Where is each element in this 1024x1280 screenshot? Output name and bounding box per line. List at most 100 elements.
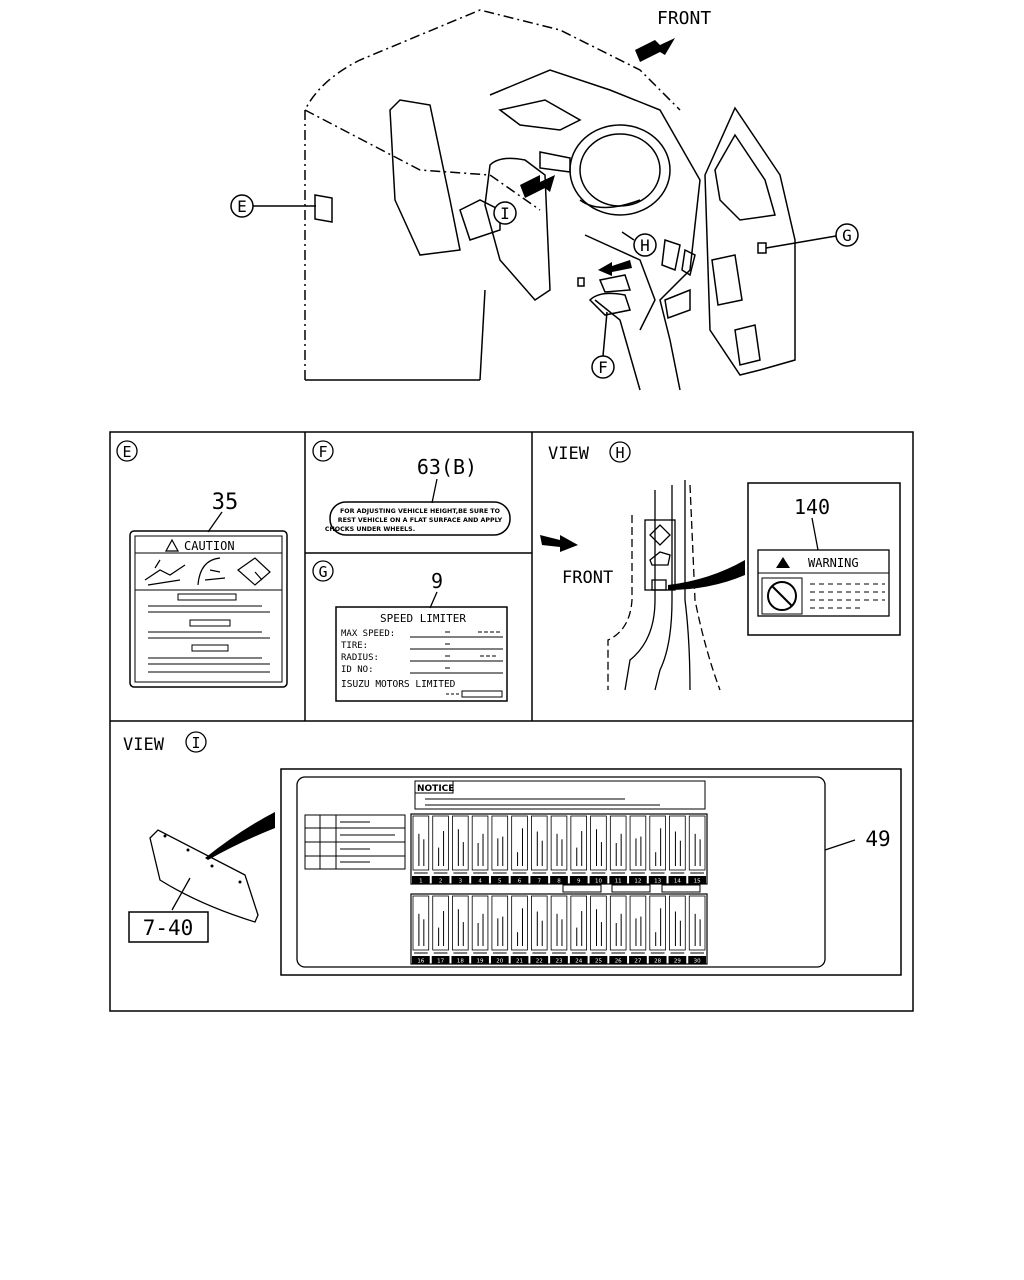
fuse-number: 1 — [419, 879, 423, 885]
fuse-number: 28 — [654, 959, 661, 965]
fuse-slot: 4 — [471, 815, 489, 885]
panel-e: E 35 CAUTION — [116, 440, 288, 688]
fuse-number: 9 — [577, 879, 581, 885]
panel-f-tag: F — [318, 443, 327, 461]
fuse-number: 25 — [595, 959, 602, 965]
view-i-arrow — [520, 175, 555, 198]
fuse-slot: 13 — [648, 815, 667, 885]
fuse-slot: 14 — [668, 815, 687, 885]
view-h-label: VIEW — [548, 444, 590, 464]
fuse-slot: 27 — [629, 895, 647, 965]
fuse-slot: 16 — [412, 895, 430, 965]
fuse-slot: 1 — [412, 815, 430, 885]
fuse-slot: 23 — [550, 895, 568, 965]
fuse-slot: 7 — [530, 815, 549, 885]
fuse-slot: 26 — [609, 895, 628, 965]
fuse-slot: 21 — [510, 895, 529, 965]
notice-title: NOTICE — [417, 784, 454, 794]
view-h-tag: H — [615, 444, 624, 462]
panel-g-tag: G — [318, 563, 327, 581]
fuse-slot: 29 — [668, 895, 687, 965]
view-h-front-arrow — [540, 535, 578, 552]
svg-text:E: E — [237, 197, 247, 216]
row-tire: TIRE: — [341, 641, 368, 651]
fuse-slot: 19 — [471, 895, 489, 965]
cab-overview — [304, 9, 796, 391]
row-id-no: ID NO: — [341, 665, 374, 675]
fuse-slot: 11 — [609, 815, 628, 885]
fuse-slot: 22 — [530, 895, 549, 965]
view-h-arrow — [598, 260, 632, 276]
part-no-9: 9 — [431, 569, 443, 593]
caution-text-lines — [148, 593, 270, 673]
part-no-7-40: 7-40 — [143, 916, 194, 940]
fuse-number: 10 — [595, 879, 602, 885]
prohibition-icon — [761, 577, 803, 615]
fuse-slot: 25 — [589, 895, 608, 965]
fuse-number: 16 — [417, 959, 424, 965]
fuse-number: 8 — [557, 879, 561, 885]
fuse-number: 30 — [694, 959, 701, 965]
fuse-slot: 2 — [431, 815, 450, 885]
part-no-49: 49 — [865, 827, 890, 851]
view-h-front-label: FRONT — [562, 568, 613, 588]
fuse-slot: 9 — [569, 815, 588, 885]
panel-view-i: VIEW I 7-40 49 NOTICE — [123, 731, 902, 976]
callout-f: F — [591, 311, 615, 379]
callout-e: E — [230, 194, 316, 218]
fuse-number: 2 — [439, 879, 443, 885]
fuse-number: 11 — [615, 879, 622, 885]
fuse-number: 21 — [516, 959, 523, 965]
callout-g: G — [765, 223, 859, 249]
fuse-number: 5 — [498, 879, 502, 885]
caution-triangle-icon — [164, 538, 180, 552]
fuse-cover — [149, 829, 259, 923]
fuse-slot: 30 — [688, 895, 706, 965]
detail-frame — [109, 431, 914, 1012]
fuse-number: 14 — [674, 879, 681, 885]
row-max-speed: MAX SPEED: — [341, 629, 395, 639]
fuse-number: 3 — [459, 879, 463, 885]
panel-e-tag: E — [122, 443, 131, 461]
fuse-number: 6 — [518, 879, 522, 885]
maker-name: ISUZU MOTORS LIMITED — [341, 679, 456, 690]
fuse-number: 27 — [634, 959, 641, 965]
fuse-slot: 6 — [510, 815, 529, 885]
fuse-number: 20 — [496, 959, 503, 965]
front-arrow — [635, 38, 675, 62]
view-i-label: VIEW — [123, 735, 165, 755]
fuse-slot: 15 — [688, 815, 706, 885]
panel-g: G 9 SPEED LIMITER MAX SPEED: TIRE: RADIU… — [312, 560, 508, 702]
part-no-140: 140 — [794, 495, 830, 519]
svg-text:H: H — [640, 236, 650, 255]
row-radius: RADIUS: — [341, 653, 379, 663]
svg-text:G: G — [842, 226, 852, 245]
fuse-number: 7 — [538, 879, 542, 885]
caution-pictogram-icon — [144, 557, 271, 586]
part-no-63b: 63(B) — [417, 455, 477, 479]
view-i-tag: I — [191, 734, 200, 752]
fuse-number: 19 — [477, 959, 484, 965]
sticker-line-2: REST VEHICLE ON A FLAT SURFACE AND APPLY — [338, 517, 503, 524]
caution-title: CAUTION — [184, 539, 235, 553]
warning-triangle-icon — [776, 557, 790, 568]
fuse-number: 15 — [694, 879, 701, 885]
callout-h: H — [621, 231, 657, 257]
front-label: FRONT — [657, 8, 711, 29]
fuse-number: 24 — [575, 959, 582, 965]
sticker-line-3: CHOCKS UNDER WHEELS. — [325, 526, 415, 533]
fuse-slot: 24 — [569, 895, 588, 965]
fuse-slot: 12 — [629, 815, 647, 885]
fuse-number: 18 — [457, 959, 464, 965]
warning-title: WARNING — [808, 556, 859, 570]
panel-f: F 63(B) FOR ADJUSTING VEHICLE HEIGHT,BE … — [312, 440, 511, 536]
svg-text:I: I — [500, 204, 510, 223]
part-no-35: 35 — [212, 490, 239, 515]
fuse-slot: 10 — [589, 815, 608, 885]
fuse-number: 17 — [437, 959, 444, 965]
fuse-number: 26 — [615, 959, 622, 965]
fuse-slot: 8 — [550, 815, 568, 885]
